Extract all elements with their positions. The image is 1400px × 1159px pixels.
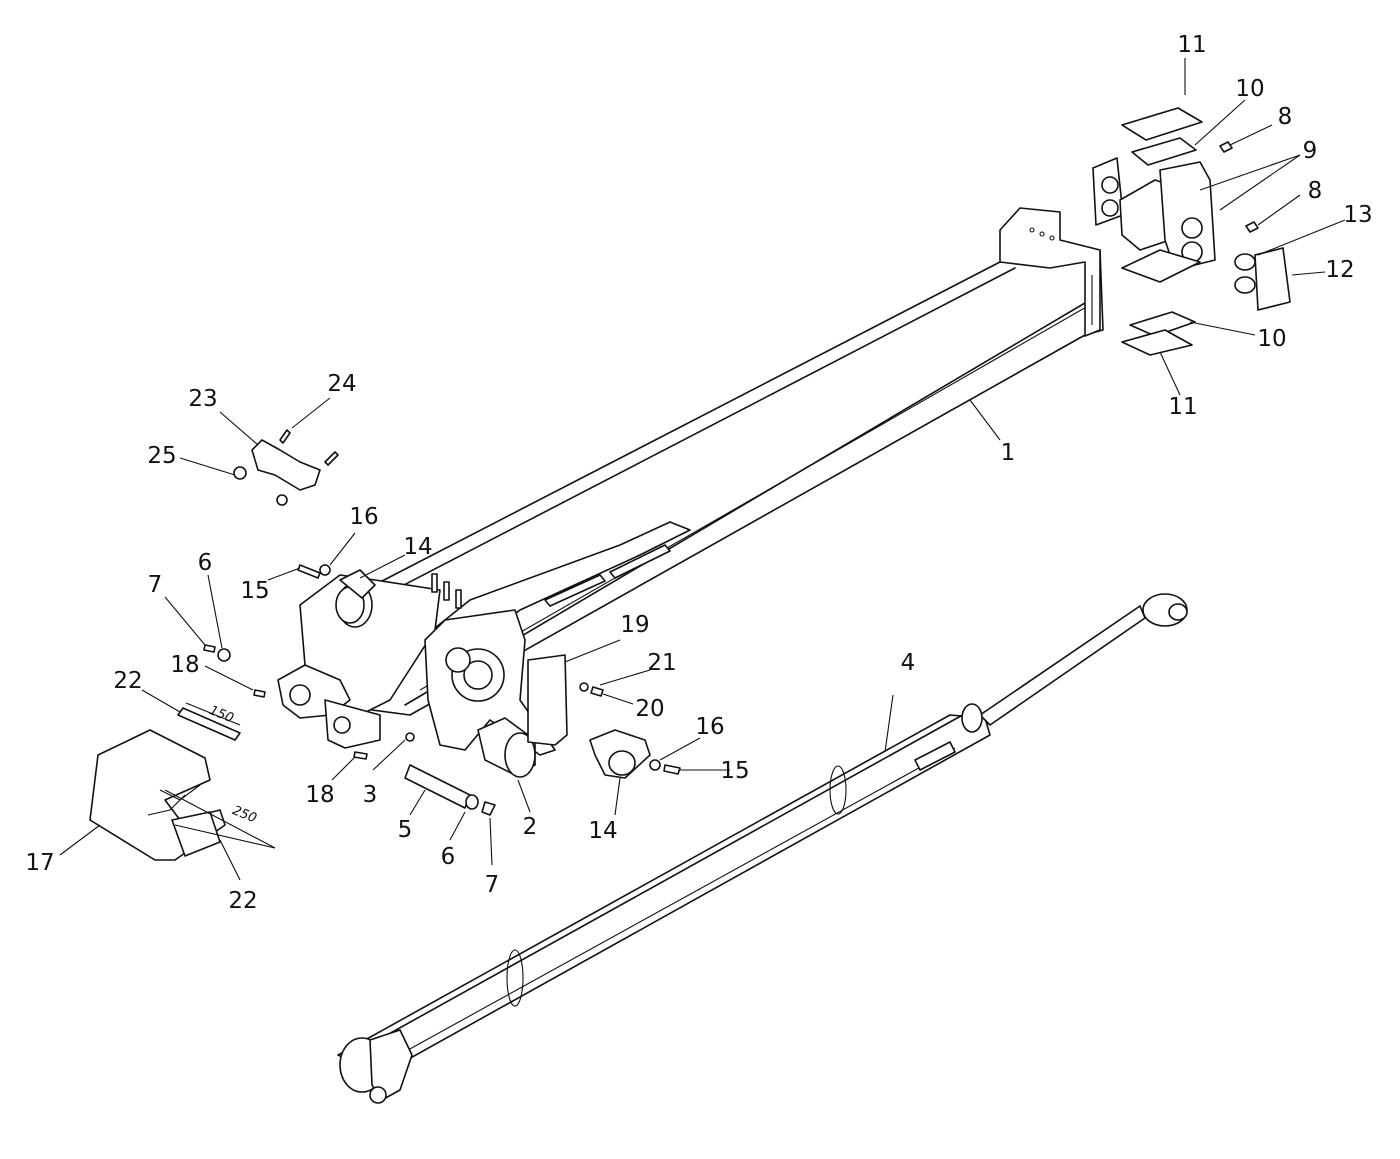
small-parts xyxy=(89,564,681,861)
callout-13: 13 xyxy=(1343,202,1372,228)
callout-6-left: 6 xyxy=(198,550,213,576)
callout-24: 24 xyxy=(327,371,356,397)
callout-25: 25 xyxy=(147,443,176,469)
callout-20: 20 xyxy=(635,696,664,722)
callout-21: 21 xyxy=(647,650,676,676)
callout-9: 9 xyxy=(1303,138,1318,164)
callout-7-bottom: 7 xyxy=(485,872,500,898)
callout-16-right: 16 xyxy=(695,714,724,740)
callout-4: 4 xyxy=(901,650,916,676)
callout-1: 1 xyxy=(1001,440,1016,466)
callout-8-top: 8 xyxy=(1278,104,1293,130)
callout-18-bottom: 18 xyxy=(305,782,334,808)
callout-23: 23 xyxy=(188,386,217,412)
boom-main xyxy=(277,207,1104,778)
callout-19: 19 xyxy=(620,612,649,638)
callout-11-top: 11 xyxy=(1177,32,1206,58)
callout-12: 12 xyxy=(1325,257,1354,283)
callout-15-right: 15 xyxy=(720,758,749,784)
callout-22-bottom: 22 xyxy=(228,888,257,914)
dimension-250: 250 xyxy=(230,803,259,826)
callout-10-bottom: 10 xyxy=(1257,326,1286,352)
callout-10-top: 10 xyxy=(1235,76,1264,102)
bracket-assembly xyxy=(233,429,339,506)
callout-15-left: 15 xyxy=(240,578,269,604)
callout-7-left: 7 xyxy=(148,572,163,598)
callout-3: 3 xyxy=(363,782,378,808)
callout-8-mid: 8 xyxy=(1308,178,1323,204)
callout-18-top: 18 xyxy=(170,652,199,678)
callout-22-top: 22 xyxy=(113,668,142,694)
callout-14-bottom: 14 xyxy=(588,818,617,844)
callout-14-top: 14 xyxy=(403,534,432,560)
callout-6-bottom: 6 xyxy=(441,844,456,870)
callouts: 1 2 3 4 5 6 6 7 7 8 8 9 10 10 11 11 12 1… xyxy=(25,32,1372,914)
pad-assembly xyxy=(1092,107,1291,356)
callout-2: 2 xyxy=(523,814,538,840)
dimension-marks xyxy=(164,702,276,849)
callout-16-left: 16 xyxy=(349,504,378,530)
leader-lines xyxy=(59,58,1346,881)
callout-17: 17 xyxy=(25,850,54,876)
hydraulic-cylinder xyxy=(337,593,1188,1104)
callout-5: 5 xyxy=(398,817,413,843)
callout-11-bottom: 11 xyxy=(1168,394,1197,420)
